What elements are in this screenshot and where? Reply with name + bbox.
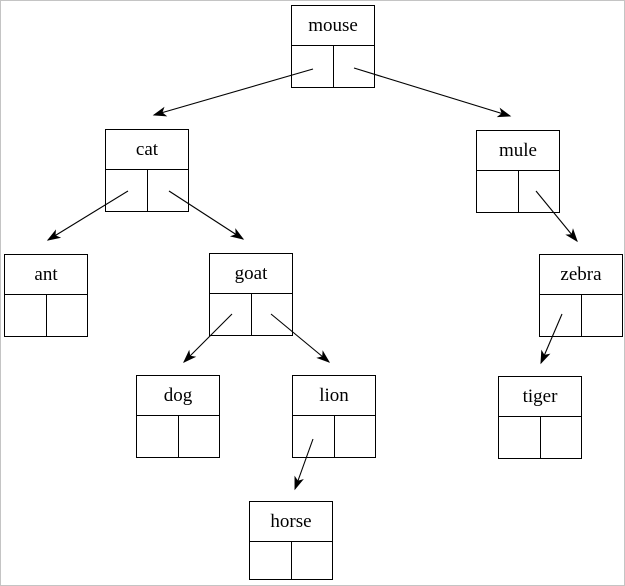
- left-pointer-cell: [540, 295, 582, 336]
- edge-mouse-right-mule: [353, 67, 512, 118]
- node-label: lion: [293, 376, 375, 416]
- node-label: horse: [250, 502, 332, 542]
- node-label: mule: [477, 131, 559, 171]
- node-label: ant: [5, 255, 87, 295]
- node-ant: ant: [4, 254, 88, 337]
- node-cat: cat: [105, 129, 189, 212]
- right-pointer-cell: [47, 295, 88, 336]
- pointer-cells: [540, 295, 622, 336]
- left-pointer-cell: [293, 416, 335, 457]
- left-pointer-cell: [250, 542, 292, 579]
- right-pointer-cell: [334, 46, 375, 87]
- left-pointer-cell: [106, 170, 148, 211]
- pointer-cells: [292, 46, 374, 87]
- right-pointer-cell: [519, 171, 560, 212]
- edge-mouse-left-cat: [152, 68, 314, 117]
- left-pointer-cell: [5, 295, 47, 336]
- node-label: goat: [210, 254, 292, 294]
- right-pointer-cell: [582, 295, 623, 336]
- node-mouse: mouse: [291, 5, 375, 88]
- right-pointer-cell: [335, 416, 376, 457]
- node-label: cat: [106, 130, 188, 170]
- pointer-cells: [210, 294, 292, 335]
- left-pointer-cell: [499, 417, 541, 458]
- left-pointer-cell: [292, 46, 334, 87]
- pointer-cells: [499, 417, 581, 458]
- left-pointer-cell: [210, 294, 252, 335]
- pointer-cells: [293, 416, 375, 457]
- node-label: mouse: [292, 6, 374, 46]
- pointer-cells: [137, 416, 219, 457]
- node-tiger: tiger: [498, 376, 582, 459]
- node-zebra: zebra: [539, 254, 623, 337]
- right-pointer-cell: [148, 170, 189, 211]
- node-lion: lion: [292, 375, 376, 458]
- pointer-cells: [5, 295, 87, 336]
- left-pointer-cell: [477, 171, 519, 212]
- node-label: zebra: [540, 255, 622, 295]
- node-goat: goat: [209, 253, 293, 336]
- pointer-cells: [106, 170, 188, 211]
- pointer-cells: [250, 542, 332, 579]
- node-dog: dog: [136, 375, 220, 458]
- right-pointer-cell: [179, 416, 220, 457]
- right-pointer-cell: [541, 417, 582, 458]
- node-mule: mule: [476, 130, 560, 213]
- node-label: tiger: [499, 377, 581, 417]
- pointer-cells: [477, 171, 559, 212]
- node-horse: horse: [249, 501, 333, 580]
- right-pointer-cell: [292, 542, 333, 579]
- right-pointer-cell: [252, 294, 293, 335]
- node-label: dog: [137, 376, 219, 416]
- left-pointer-cell: [137, 416, 179, 457]
